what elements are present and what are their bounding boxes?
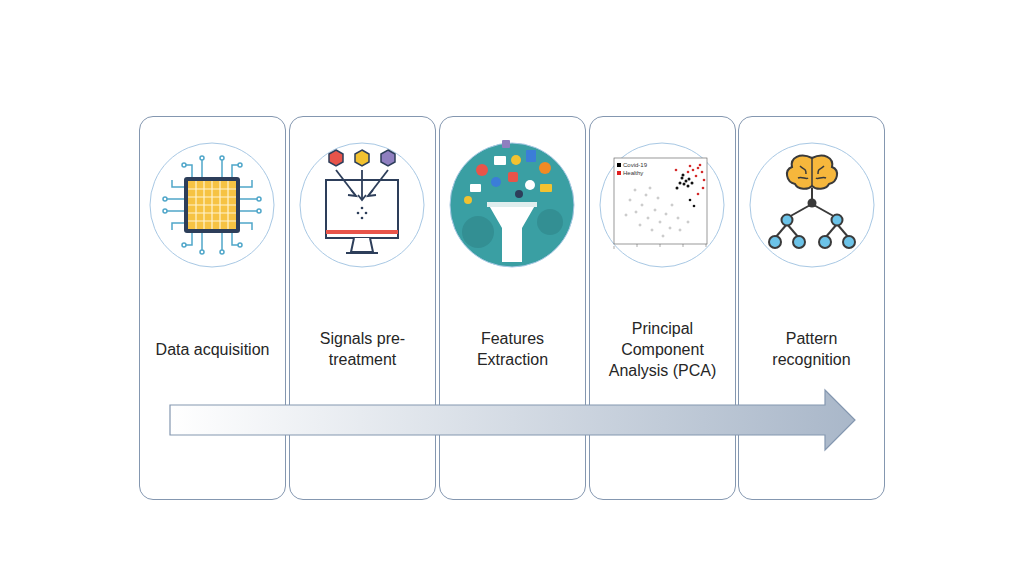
step-label: Pattern recognition [754,328,870,370]
flow-arrow [170,390,855,450]
legend-label: Healthy [623,169,643,177]
legend-entry: Healthy [617,169,647,177]
step-label: Signals pre-treatment [305,328,421,370]
text-group: Signals pre-treatment [305,313,421,385]
process-box: Signals pre-treatment [289,116,436,500]
legend-swatch [617,171,621,175]
scatter-legend: Covid-19Healthy [617,161,647,177]
legend-swatch [617,163,621,167]
process-box: Features Extraction [439,116,586,500]
process-box: Data acquisition [139,116,286,500]
brain-tree-icon [769,156,855,248]
monitor-icon [326,150,398,253]
icon-circle [750,143,874,267]
text-group: Pattern recognition [754,313,870,385]
step-label: Data acquisition [156,339,270,360]
chip-icon [163,156,261,254]
step-label: Principal Component Analysis (PCA) [605,318,721,381]
text-group: Data acquisition [155,313,271,385]
process-box: Principal Component Analysis (PCA) [589,116,736,500]
process-box: Pattern recognition [738,116,885,500]
icon-circle [300,143,424,267]
text-group: Principal Component Analysis (PCA) [605,313,721,385]
icon-circle [450,143,574,267]
text-group: Features Extraction [455,313,571,385]
icon-circle [600,143,724,267]
icon-circle [150,143,274,267]
legend-entry: Covid-19 [617,161,647,169]
scatter-plot-icon [614,158,707,249]
legend-label: Covid-19 [623,161,647,169]
step-label: Features Extraction [455,328,571,370]
funnel-icon [462,140,563,262]
